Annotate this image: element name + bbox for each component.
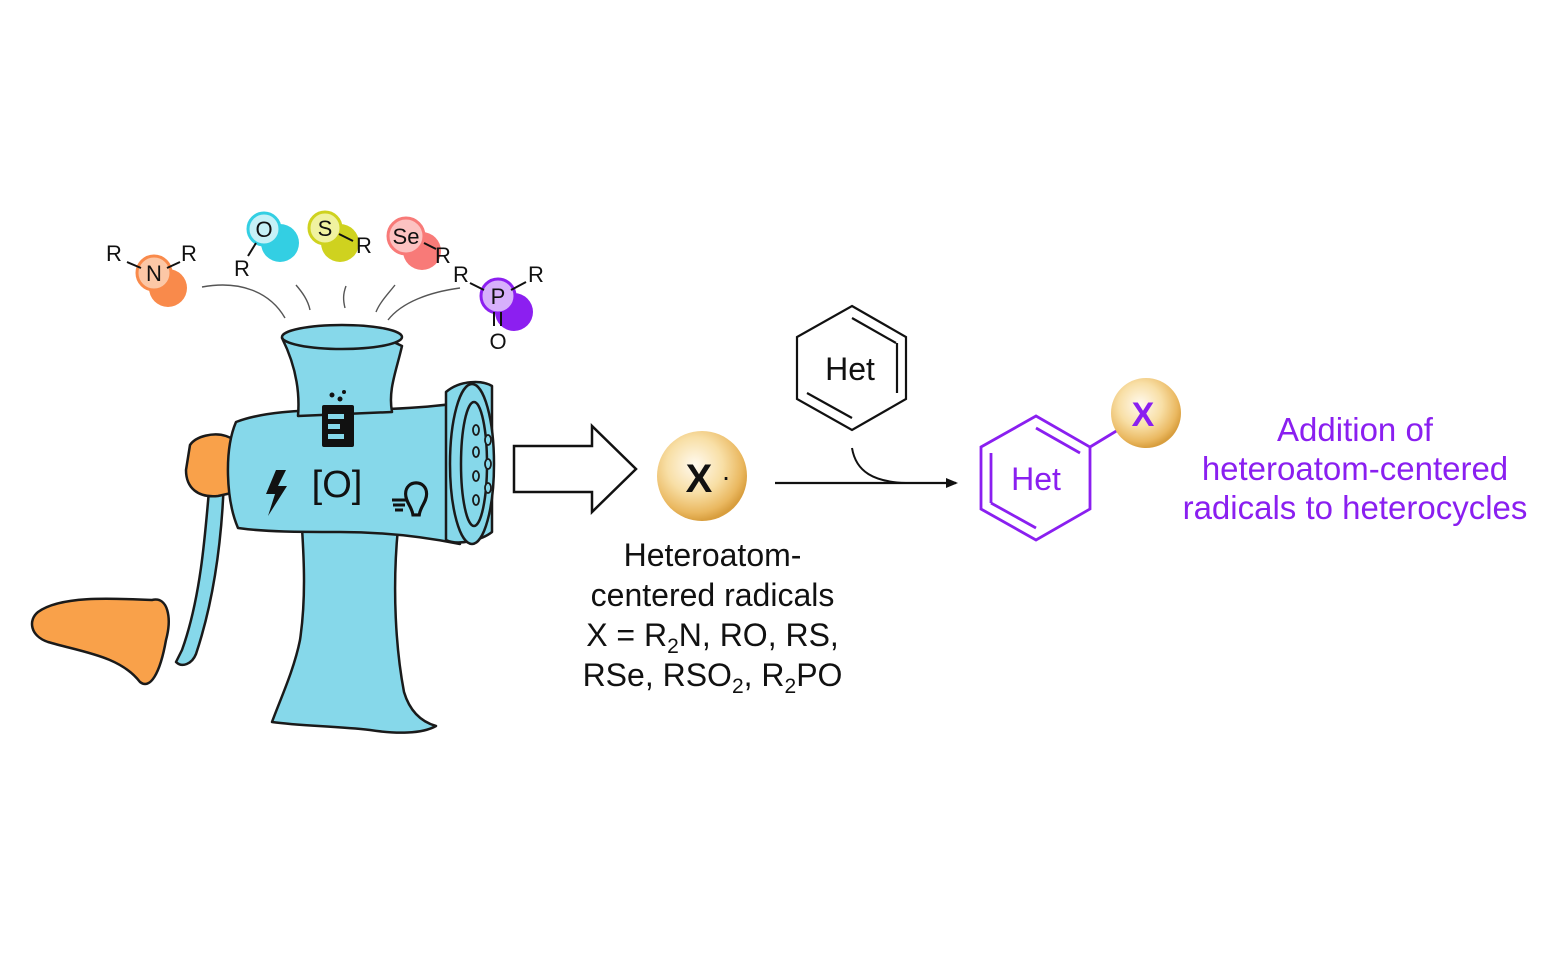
svg-text:S: S [318,216,333,241]
nitrogen-reagent: N R R [106,241,197,307]
sulfur-reagent: S R [307,210,372,262]
lightbulb-icon [392,481,429,517]
process-arrow [512,423,638,515]
nitrogen-sphere [135,254,173,292]
svg-text:P: P [491,284,506,309]
phosphorus-sphere [479,277,517,315]
radical-caption: Heteroatom- centered radicals X = R2N, R… [540,535,885,698]
het-product-ring [979,414,1119,542]
svg-text:O: O [489,329,506,354]
het-reactant-label: Het [825,351,875,387]
oxygen-reagent: O R [234,211,299,281]
radical-dot: · [721,461,730,492]
product-substituent-sphere: X [1111,378,1181,448]
caption-line-1: Heteroatom- [623,537,802,573]
meat-grinder-illustration [30,323,496,734]
result-line-2: heteroatom-centered [1201,450,1509,487]
het-product-label: Het [1011,461,1061,497]
result-description: Addition of heteroatom-centered radicals… [1150,410,1560,527]
reagent-curve-arrow [851,447,907,484]
svg-text:N: N [146,261,162,286]
svg-text:R: R [435,243,451,268]
svg-text:O: O [255,217,272,242]
svg-text:R: R [181,241,197,266]
oxygen-sphere [246,211,282,247]
lightning-icon [266,470,287,516]
svg-text:R: R [453,262,469,287]
radical-label: X [686,457,713,501]
phosphorus-reagent: P R R O [453,262,544,354]
result-line-3: radicals to heterocycles [1182,489,1528,526]
caption-line-4: RSe, RSO2, R2PO [582,657,843,698]
svg-text:Se: Se [393,224,420,249]
sulfur-sphere [307,210,343,246]
motion-lines [201,284,461,321]
svg-text:R: R [106,241,122,266]
radical-sphere: X · [657,431,747,521]
svg-text:X: X [1132,396,1155,434]
svg-text:R: R [234,256,250,281]
result-line-1: Addition of [1277,411,1433,448]
grinder-stand [270,526,438,734]
selenium-reagent: Se R [386,216,451,270]
grinder-handle-grip [30,597,170,686]
grinder-hopper-rim [280,323,404,351]
grinder-holes [472,424,492,506]
het-reactant-ring [795,304,908,432]
oxidant-label: [O] [312,464,363,506]
grinder-outlet-inner [459,400,489,528]
beaker-icon [322,390,354,447]
svg-text:R: R [356,233,372,258]
caption-line-3: X = R2N, RO, RS, [586,617,839,658]
caption-line-2: centered radicals [590,577,835,613]
svg-text:R: R [528,262,544,287]
selenium-sphere [386,216,426,256]
grinder-crank-arm [174,476,226,666]
